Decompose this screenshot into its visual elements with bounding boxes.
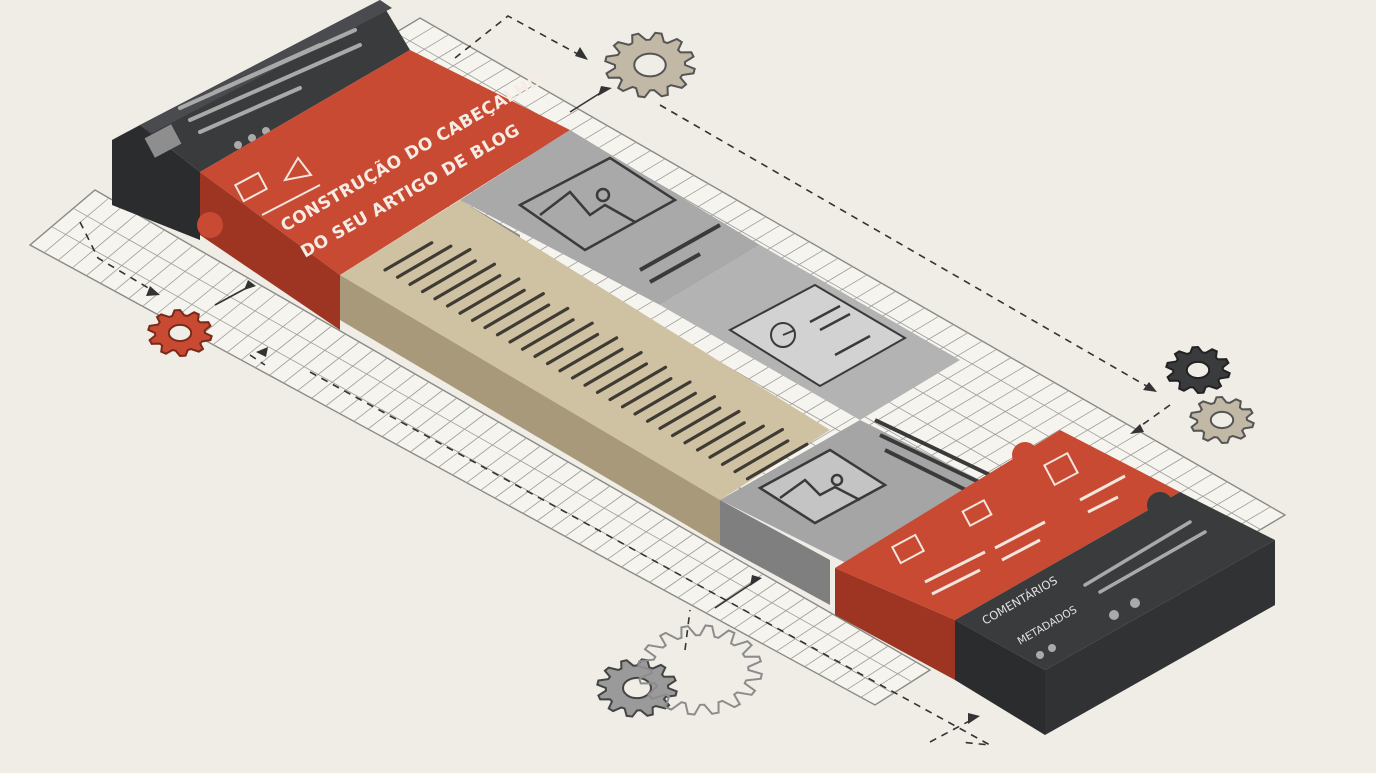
warning-icon bbox=[283, 156, 313, 182]
tan-text-block bbox=[340, 200, 830, 545]
gray-dashboard-block bbox=[660, 245, 960, 420]
red-comments-block bbox=[835, 430, 1180, 680]
comment-icon bbox=[890, 533, 926, 565]
gear-icon bbox=[1165, 345, 1231, 395]
chat-bubble-icon bbox=[233, 171, 269, 203]
image-icon-2 bbox=[757, 448, 888, 525]
gear-icon bbox=[147, 308, 213, 358]
gear-icon bbox=[596, 658, 678, 718]
dark-header-block bbox=[112, 0, 410, 240]
document-icon bbox=[1043, 451, 1079, 487]
dashed-flow-lines bbox=[79, 15, 1171, 746]
dashboard-icon bbox=[727, 283, 908, 388]
gear-icon bbox=[1189, 395, 1255, 445]
image-icon bbox=[517, 156, 678, 252]
arrow-shafts bbox=[214, 89, 758, 609]
gear-icon bbox=[604, 31, 696, 99]
gear-icon bbox=[637, 624, 763, 716]
